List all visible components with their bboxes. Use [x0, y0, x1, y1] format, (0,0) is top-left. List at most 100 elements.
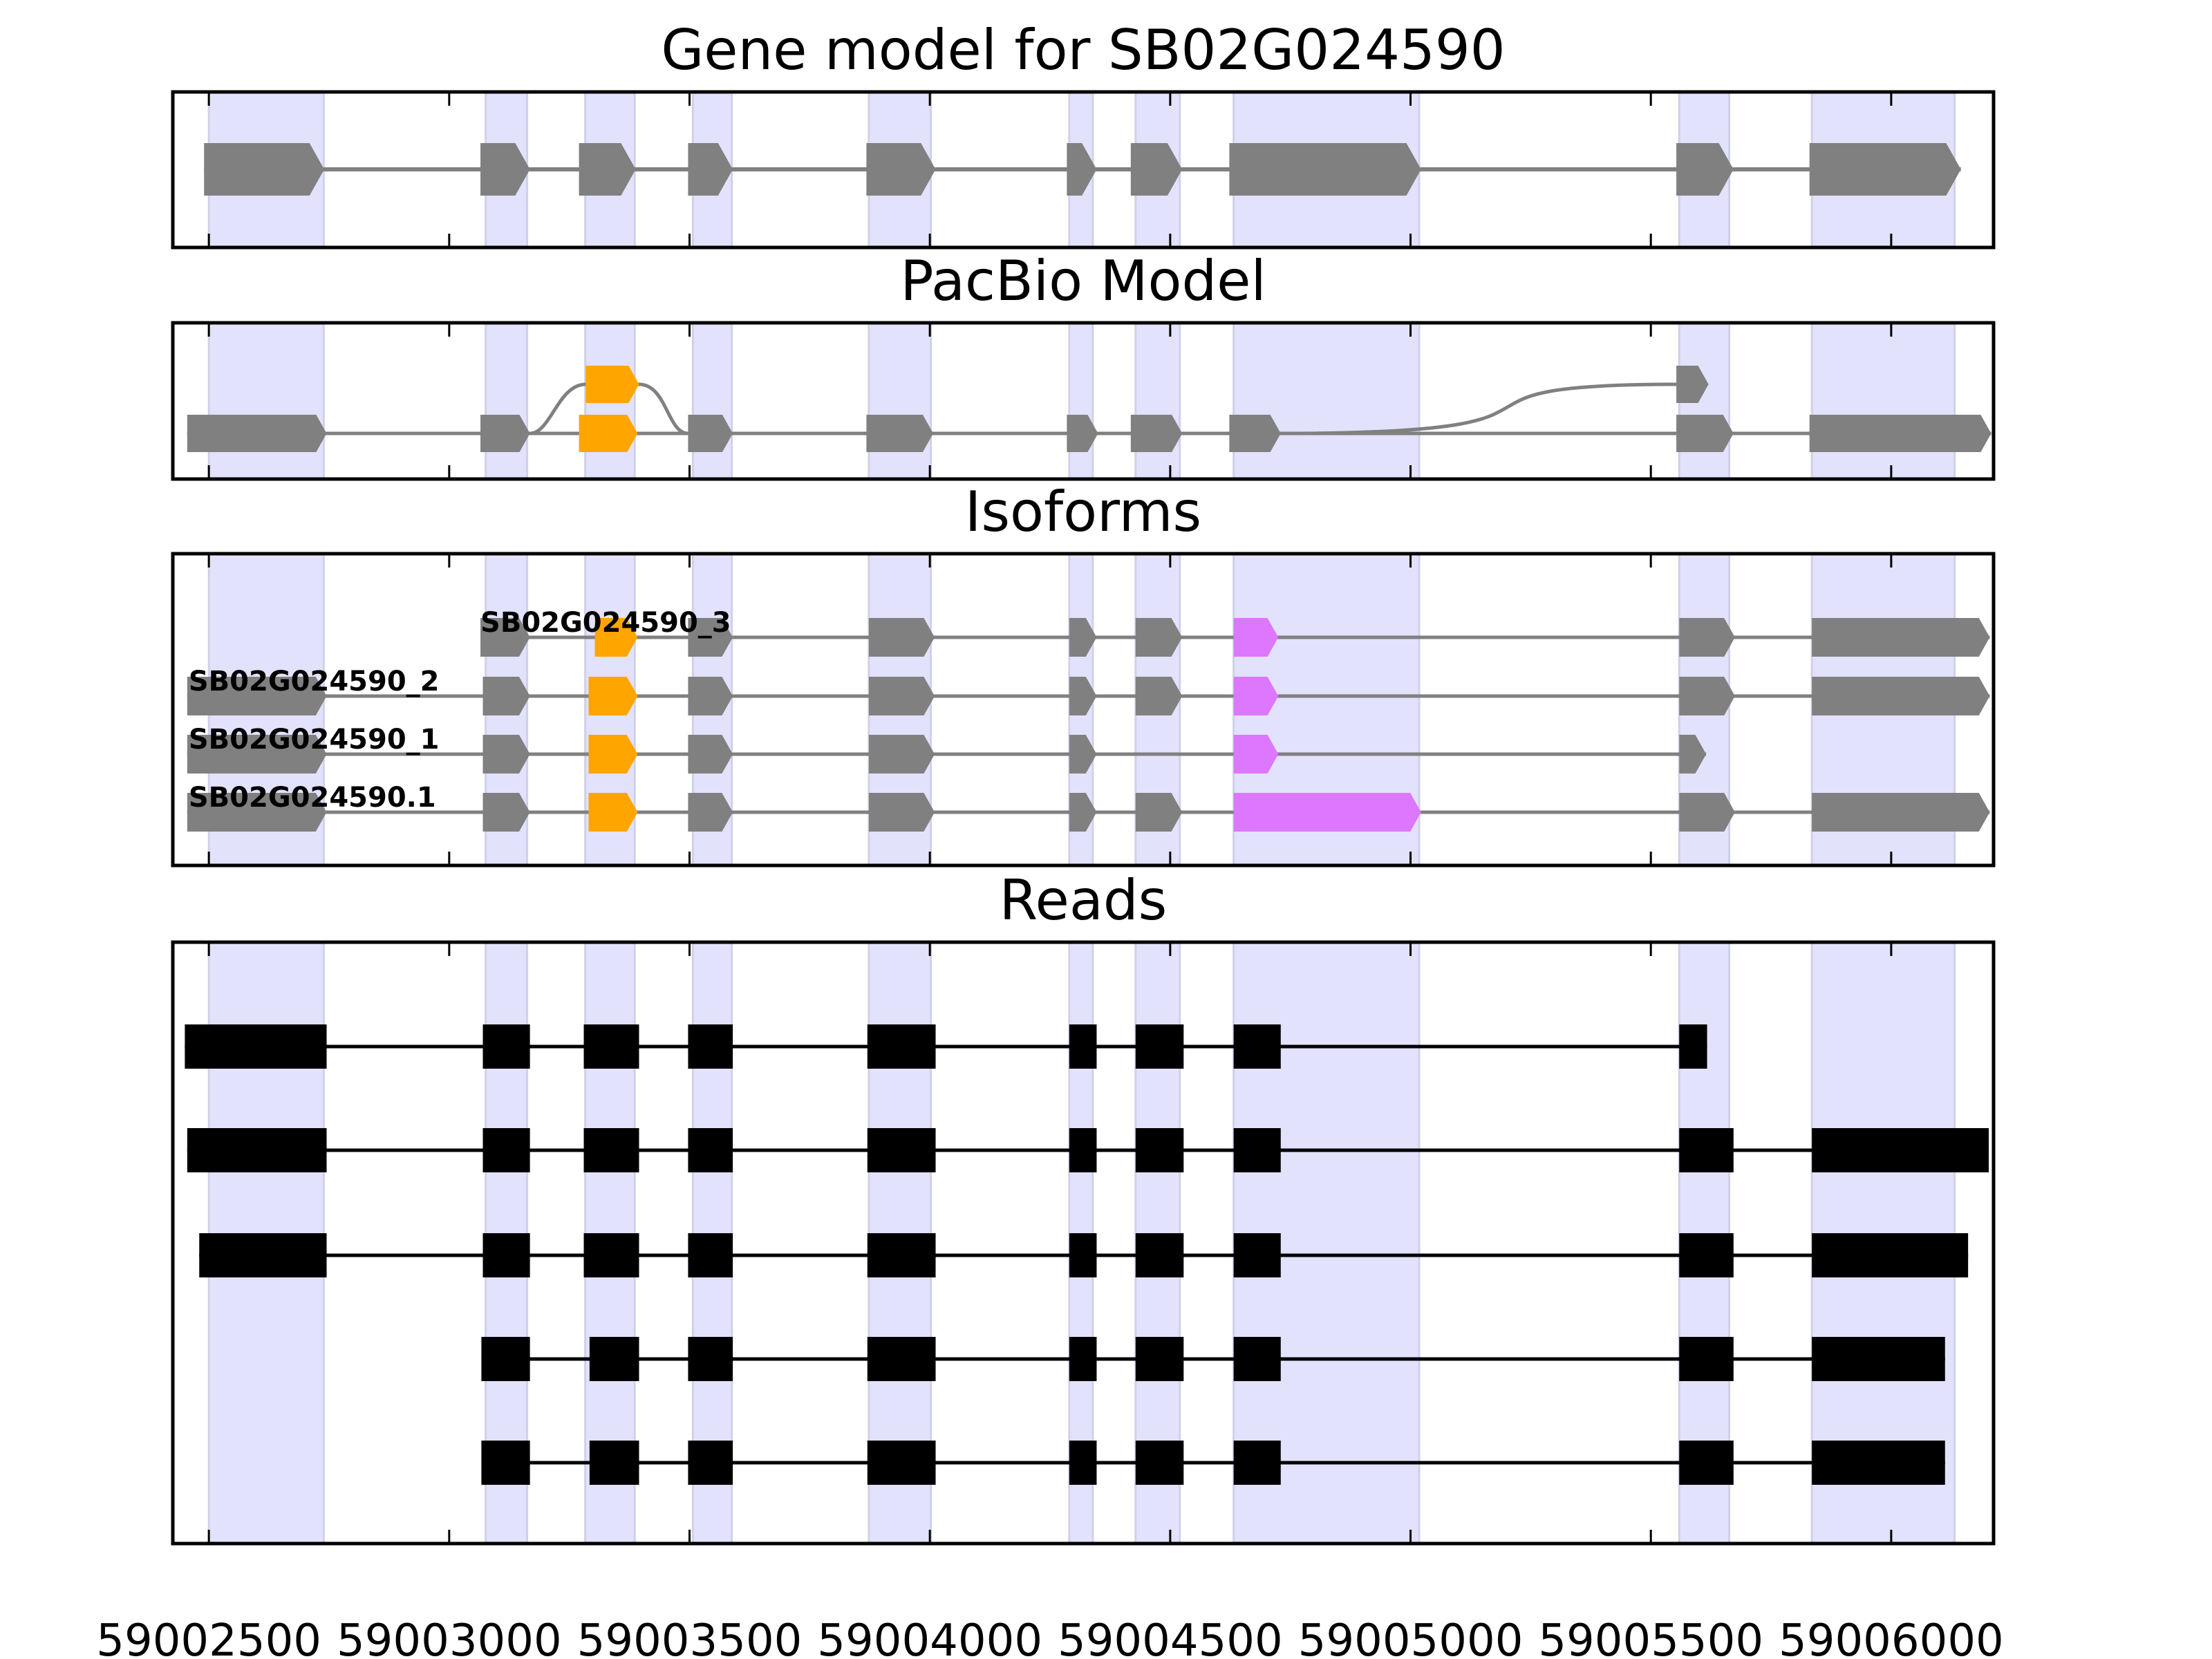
exon — [579, 143, 636, 196]
read-block — [1679, 1128, 1734, 1172]
x-ticks — [207, 92, 1893, 247]
panel-reads: Reads — [171, 868, 1996, 1546]
exon-shade-region — [1232, 321, 1421, 480]
exon — [1812, 677, 1990, 715]
read-block — [1812, 1233, 1969, 1277]
exon — [1067, 415, 1098, 452]
exon — [688, 618, 733, 657]
panel-title: Isoforms — [965, 480, 1201, 544]
isoform-label: SB02G024590.1 — [189, 782, 436, 814]
read-block — [1069, 1337, 1097, 1381]
read-row — [481, 1441, 1945, 1485]
x-tick-label: 59003500 — [577, 1615, 803, 1659]
exon-shade-region — [485, 321, 528, 480]
read-block — [1069, 1128, 1097, 1172]
exon — [204, 143, 325, 196]
read-block — [1069, 1233, 1097, 1277]
panel-frame — [171, 90, 1996, 250]
x-tick-label: 59003000 — [337, 1615, 562, 1659]
exon — [482, 793, 530, 832]
exon — [1069, 677, 1097, 715]
x-ticks — [207, 554, 1893, 865]
exon — [868, 793, 935, 832]
x-tick-label: 59005500 — [1538, 1615, 1763, 1659]
exon — [482, 735, 530, 774]
read-block — [1679, 1024, 1707, 1069]
read-block — [185, 1024, 327, 1069]
exon — [688, 735, 733, 774]
exon — [1233, 677, 1279, 715]
isoform-row: SB02G024590_2 — [187, 666, 1990, 715]
exon — [1229, 143, 1421, 196]
exon — [1233, 618, 1279, 657]
exon-alternative — [585, 366, 639, 403]
read-block — [187, 1128, 327, 1172]
exon — [1069, 793, 1097, 832]
exon — [1069, 735, 1097, 774]
read-block — [482, 1024, 530, 1069]
read-block — [481, 1441, 530, 1485]
read-block — [589, 1337, 639, 1381]
exon — [480, 143, 530, 196]
exon — [594, 618, 638, 657]
exon-shade-region — [691, 321, 733, 480]
exon — [1676, 415, 1734, 452]
read-block — [1135, 1128, 1184, 1172]
panel-graph: PacBio Model — [171, 249, 1996, 481]
read-row — [187, 1128, 1989, 1172]
read-block — [1135, 1024, 1184, 1069]
exon — [1812, 618, 1990, 657]
panel-frame — [171, 321, 1996, 481]
exon — [1233, 735, 1279, 774]
read-block — [1233, 1441, 1281, 1485]
exon — [1676, 143, 1734, 196]
track-marks — [187, 366, 1991, 452]
exon-shade-region — [207, 321, 325, 480]
read-block — [482, 1233, 530, 1277]
read-block — [1679, 1337, 1734, 1381]
read-block — [867, 1441, 936, 1485]
read-block — [1069, 1441, 1097, 1485]
exon — [866, 143, 936, 196]
isoform-label: SB02G024590_3 — [480, 607, 731, 639]
read-block — [867, 1024, 936, 1069]
exon — [480, 415, 530, 452]
read-block — [867, 1233, 936, 1277]
track-marks — [204, 143, 1961, 196]
exon — [1069, 618, 1097, 657]
exon — [1229, 415, 1281, 452]
x-tick-label: 59006000 — [1779, 1615, 2004, 1659]
exon-shade-region — [1810, 321, 1956, 480]
exon — [688, 143, 733, 196]
isoform-label: SB02G024590_2 — [189, 666, 440, 697]
exon — [688, 677, 733, 715]
read-block — [1233, 1128, 1281, 1172]
read-row — [199, 1233, 1969, 1277]
exon — [588, 677, 638, 715]
read-block — [688, 1233, 733, 1277]
read-block — [688, 1337, 733, 1381]
exon — [1679, 677, 1735, 715]
panel-title: Gene model for SB02G024590 — [661, 18, 1505, 82]
exon — [868, 735, 935, 774]
read-block — [199, 1233, 327, 1277]
exon — [1679, 793, 1735, 832]
read-block — [583, 1233, 639, 1277]
read-block — [688, 1024, 733, 1069]
exon-shade-region — [1068, 321, 1094, 480]
read-block — [688, 1441, 733, 1485]
read-block — [1233, 1337, 1281, 1381]
isoform-label: SB02G024590_1 — [189, 724, 440, 756]
track-marks: SB02G024590_3SB02G024590_2SB02G024590_1S… — [187, 607, 1990, 832]
exon — [1679, 735, 1707, 774]
read-block — [867, 1128, 936, 1172]
splice-bypass-curve — [1280, 382, 1677, 435]
exon — [688, 793, 733, 832]
exon — [588, 735, 638, 774]
panel-gene: Gene model for SB02G024590 — [171, 18, 1996, 250]
exon — [1233, 793, 1421, 832]
exon — [187, 677, 327, 715]
exon — [1809, 415, 1991, 452]
